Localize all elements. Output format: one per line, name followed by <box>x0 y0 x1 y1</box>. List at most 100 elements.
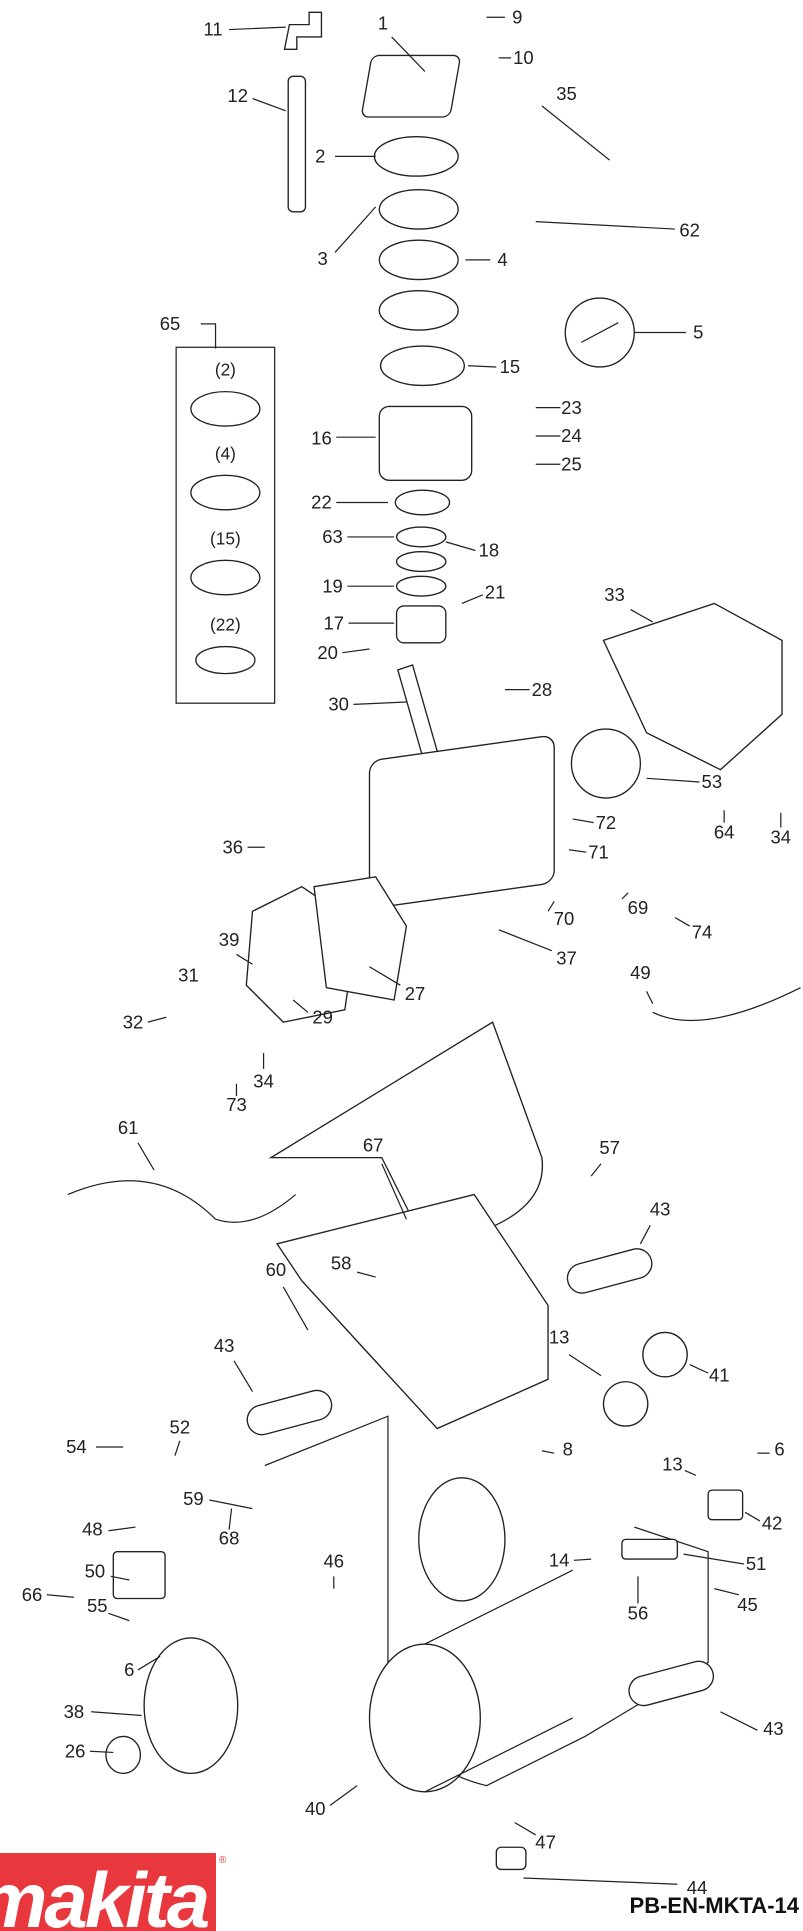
part-number-callout: 45 <box>737 1594 758 1615</box>
part-number-callout: 54 <box>66 1436 87 1457</box>
part-number-callout: 20 <box>317 642 338 663</box>
leader-line <box>228 1508 233 1530</box>
part-number-callout: 28 <box>532 679 553 700</box>
leader-line <box>342 648 370 654</box>
grip <box>246 1389 333 1436</box>
leader-line <box>646 777 700 783</box>
grip <box>566 1248 653 1294</box>
crankcase-motor <box>368 735 555 908</box>
kit-item-label: (22) <box>210 615 241 635</box>
part-number-callout: 63 <box>322 526 343 547</box>
gasket <box>378 239 459 281</box>
leader-line <box>236 953 253 965</box>
leader-line <box>353 701 407 706</box>
leader-line <box>572 818 594 824</box>
part-number-callout: 70 <box>554 908 575 929</box>
leader-line <box>523 1877 678 1885</box>
part-number-callout: 73 <box>226 1094 247 1115</box>
part-number-callout: 32 <box>123 1011 144 1032</box>
part-number-callout: 47 <box>535 1831 556 1852</box>
elbow-fitting <box>283 11 323 50</box>
part-number-callout: 58 <box>331 1253 352 1274</box>
leader-line <box>357 1271 376 1278</box>
leader-line <box>89 1750 114 1754</box>
leader-line <box>683 1553 744 1565</box>
part-number-callout: 51 <box>746 1553 767 1574</box>
leader-line <box>137 1655 161 1671</box>
part-number-callout: 40 <box>305 1798 326 1819</box>
part-number-callout: 27 <box>405 983 426 1004</box>
part-number-callout: 43 <box>763 1718 784 1739</box>
part-number-callout: 44 <box>687 1877 708 1898</box>
fan <box>570 728 642 799</box>
gasket <box>394 489 451 516</box>
leader-line <box>108 1612 130 1622</box>
wheel <box>143 1637 239 1775</box>
part-number-callout: 22 <box>311 492 332 513</box>
part-number-callout: 46 <box>323 1551 344 1572</box>
part-number-callout: 41 <box>709 1365 730 1386</box>
flex-tube <box>287 75 307 213</box>
grip <box>628 1660 715 1707</box>
part-number-callout: 4 <box>497 249 507 270</box>
leader-line <box>573 1558 592 1561</box>
cylinder-head <box>361 54 461 118</box>
leader-line <box>498 929 552 952</box>
leader-line <box>282 1286 309 1331</box>
connecting-rod <box>396 664 439 758</box>
part-number-callout: 11 <box>203 19 222 40</box>
leader-line <box>684 1469 697 1476</box>
part-number-callout: 65 <box>160 313 181 334</box>
part-number-callout: 39 <box>219 929 240 950</box>
part-number-callout: 56 <box>628 1602 649 1623</box>
leader-line <box>209 1499 253 1510</box>
leader-line <box>369 966 401 986</box>
part-number-callout: 21 <box>485 582 506 603</box>
leader-line <box>744 1511 761 1522</box>
part-number-callout: 12 <box>227 85 248 106</box>
leader-line <box>630 609 654 623</box>
part-number-callout: 55 <box>87 1595 108 1616</box>
document-code: PB-EN-MKTA-14 <box>629 1893 799 1918</box>
hose <box>67 1180 296 1223</box>
leader-line <box>568 849 587 853</box>
leader-line <box>233 1360 254 1392</box>
part-number-callout: 13 <box>549 1327 570 1348</box>
cylinder <box>378 405 473 481</box>
leader-line <box>689 1363 709 1374</box>
pressure-switch <box>112 1551 166 1600</box>
leader-line <box>137 1142 155 1171</box>
wheel <box>418 1477 506 1602</box>
part-number-callout: 26 <box>65 1740 86 1761</box>
piston-ring <box>395 575 447 597</box>
part-number-callout: 35 <box>556 83 577 104</box>
part-number-callout: 61 <box>118 1117 139 1138</box>
registered-mark: ® <box>219 1855 227 1866</box>
part-number-callout: 57 <box>599 1137 620 1158</box>
part-number-callout: 59 <box>183 1488 204 1509</box>
part-number-callout: 16 <box>311 428 332 449</box>
cap <box>105 1735 142 1775</box>
upper-panel <box>276 1193 549 1430</box>
part-number-callout: 30 <box>328 694 349 715</box>
part-number-callout: 33 <box>604 584 625 605</box>
part-number-callout: 36 <box>223 836 244 857</box>
frame <box>264 1415 709 1787</box>
part-number-callout: 10 <box>513 47 534 68</box>
leader-line <box>252 97 286 112</box>
leader-line <box>514 1822 537 1836</box>
belt-cover <box>602 602 783 771</box>
part-number-callout: 64 <box>714 822 735 843</box>
leader-line <box>535 221 675 230</box>
part-number-callout: 48 <box>82 1519 103 1540</box>
kit-item-label: (2) <box>215 360 236 380</box>
part-number-callout: 52 <box>170 1416 191 1437</box>
valve-plate <box>378 188 459 230</box>
leader-line <box>621 892 629 900</box>
part-number-callout: 34 <box>253 1070 274 1091</box>
kit-item-label: (15) <box>210 528 241 548</box>
part-number-callout: 49 <box>630 962 651 983</box>
parts-drawing <box>67 11 801 1871</box>
piston-ring <box>395 526 447 548</box>
part-number-callout: 68 <box>219 1527 240 1548</box>
